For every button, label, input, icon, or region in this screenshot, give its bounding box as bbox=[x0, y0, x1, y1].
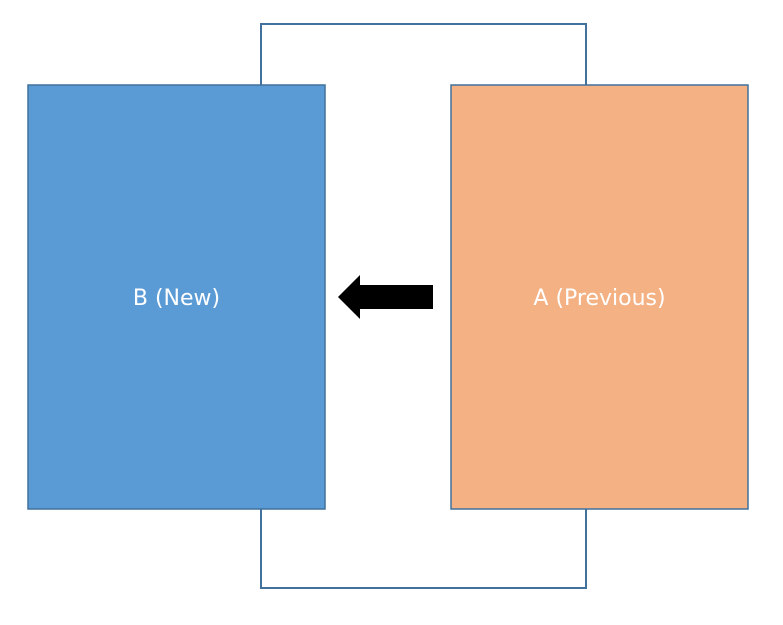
box-b-label: B (New) bbox=[133, 286, 220, 311]
connector-top-line bbox=[260, 23, 587, 85]
box-b-rect bbox=[27, 84, 326, 510]
box-a-rect bbox=[450, 84, 749, 510]
left-arrow-icon bbox=[338, 275, 433, 319]
box-a-label: A (Previous) bbox=[533, 286, 665, 311]
box-a: A (Previous) bbox=[450, 84, 749, 510]
connector-bottom-line bbox=[260, 509, 587, 589]
box-b: B (New) bbox=[27, 84, 326, 510]
